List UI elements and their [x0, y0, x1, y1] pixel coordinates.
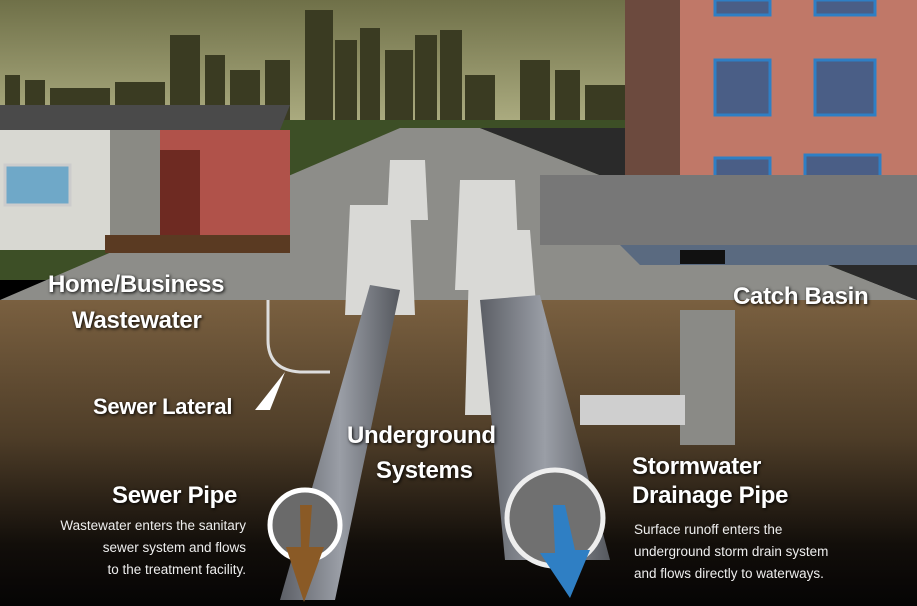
catch-basin-grate [680, 250, 725, 264]
storm-pipe-description: Surface runoff enters the underground st… [634, 519, 828, 585]
storm-connector [680, 310, 735, 445]
catch-basin-lateral [580, 395, 685, 425]
house [0, 105, 290, 253]
label-sewer-pipe: Sewer Pipe [112, 482, 238, 509]
label-stormwater: Stormwater [632, 453, 762, 480]
description-line: underground storm drain system [634, 544, 829, 559]
sewer-lateral-pipe [266, 300, 330, 374]
brick-building [540, 0, 917, 265]
description-line: to the treatment facility. [107, 562, 246, 577]
label-home-business: Home/Business [48, 271, 225, 298]
sewer-flow-arrow-icon [286, 505, 324, 602]
label-drainage-pipe: Drainage Pipe [632, 482, 789, 509]
description-line: sewer system and flows [102, 540, 246, 555]
label-systems: Systems [376, 457, 473, 484]
description-line: Surface runoff enters the [634, 522, 783, 537]
label-catch-basin: Catch Basin [733, 283, 869, 310]
sewer-lateral-pointer-icon [255, 372, 285, 410]
label-wastewater: Wastewater [72, 307, 202, 334]
description-line: and flows directly to waterways. [634, 566, 824, 581]
label-sewer-lateral: Sewer Lateral [93, 394, 233, 419]
storm-flow-arrow-icon [540, 505, 590, 598]
soil [0, 300, 917, 606]
description-line: Wastewater enters the sanitary [60, 518, 246, 533]
sewer-pipe-description: Wastewater enters the sanitary sewer sys… [60, 515, 246, 581]
label-underground: Underground [347, 422, 496, 449]
